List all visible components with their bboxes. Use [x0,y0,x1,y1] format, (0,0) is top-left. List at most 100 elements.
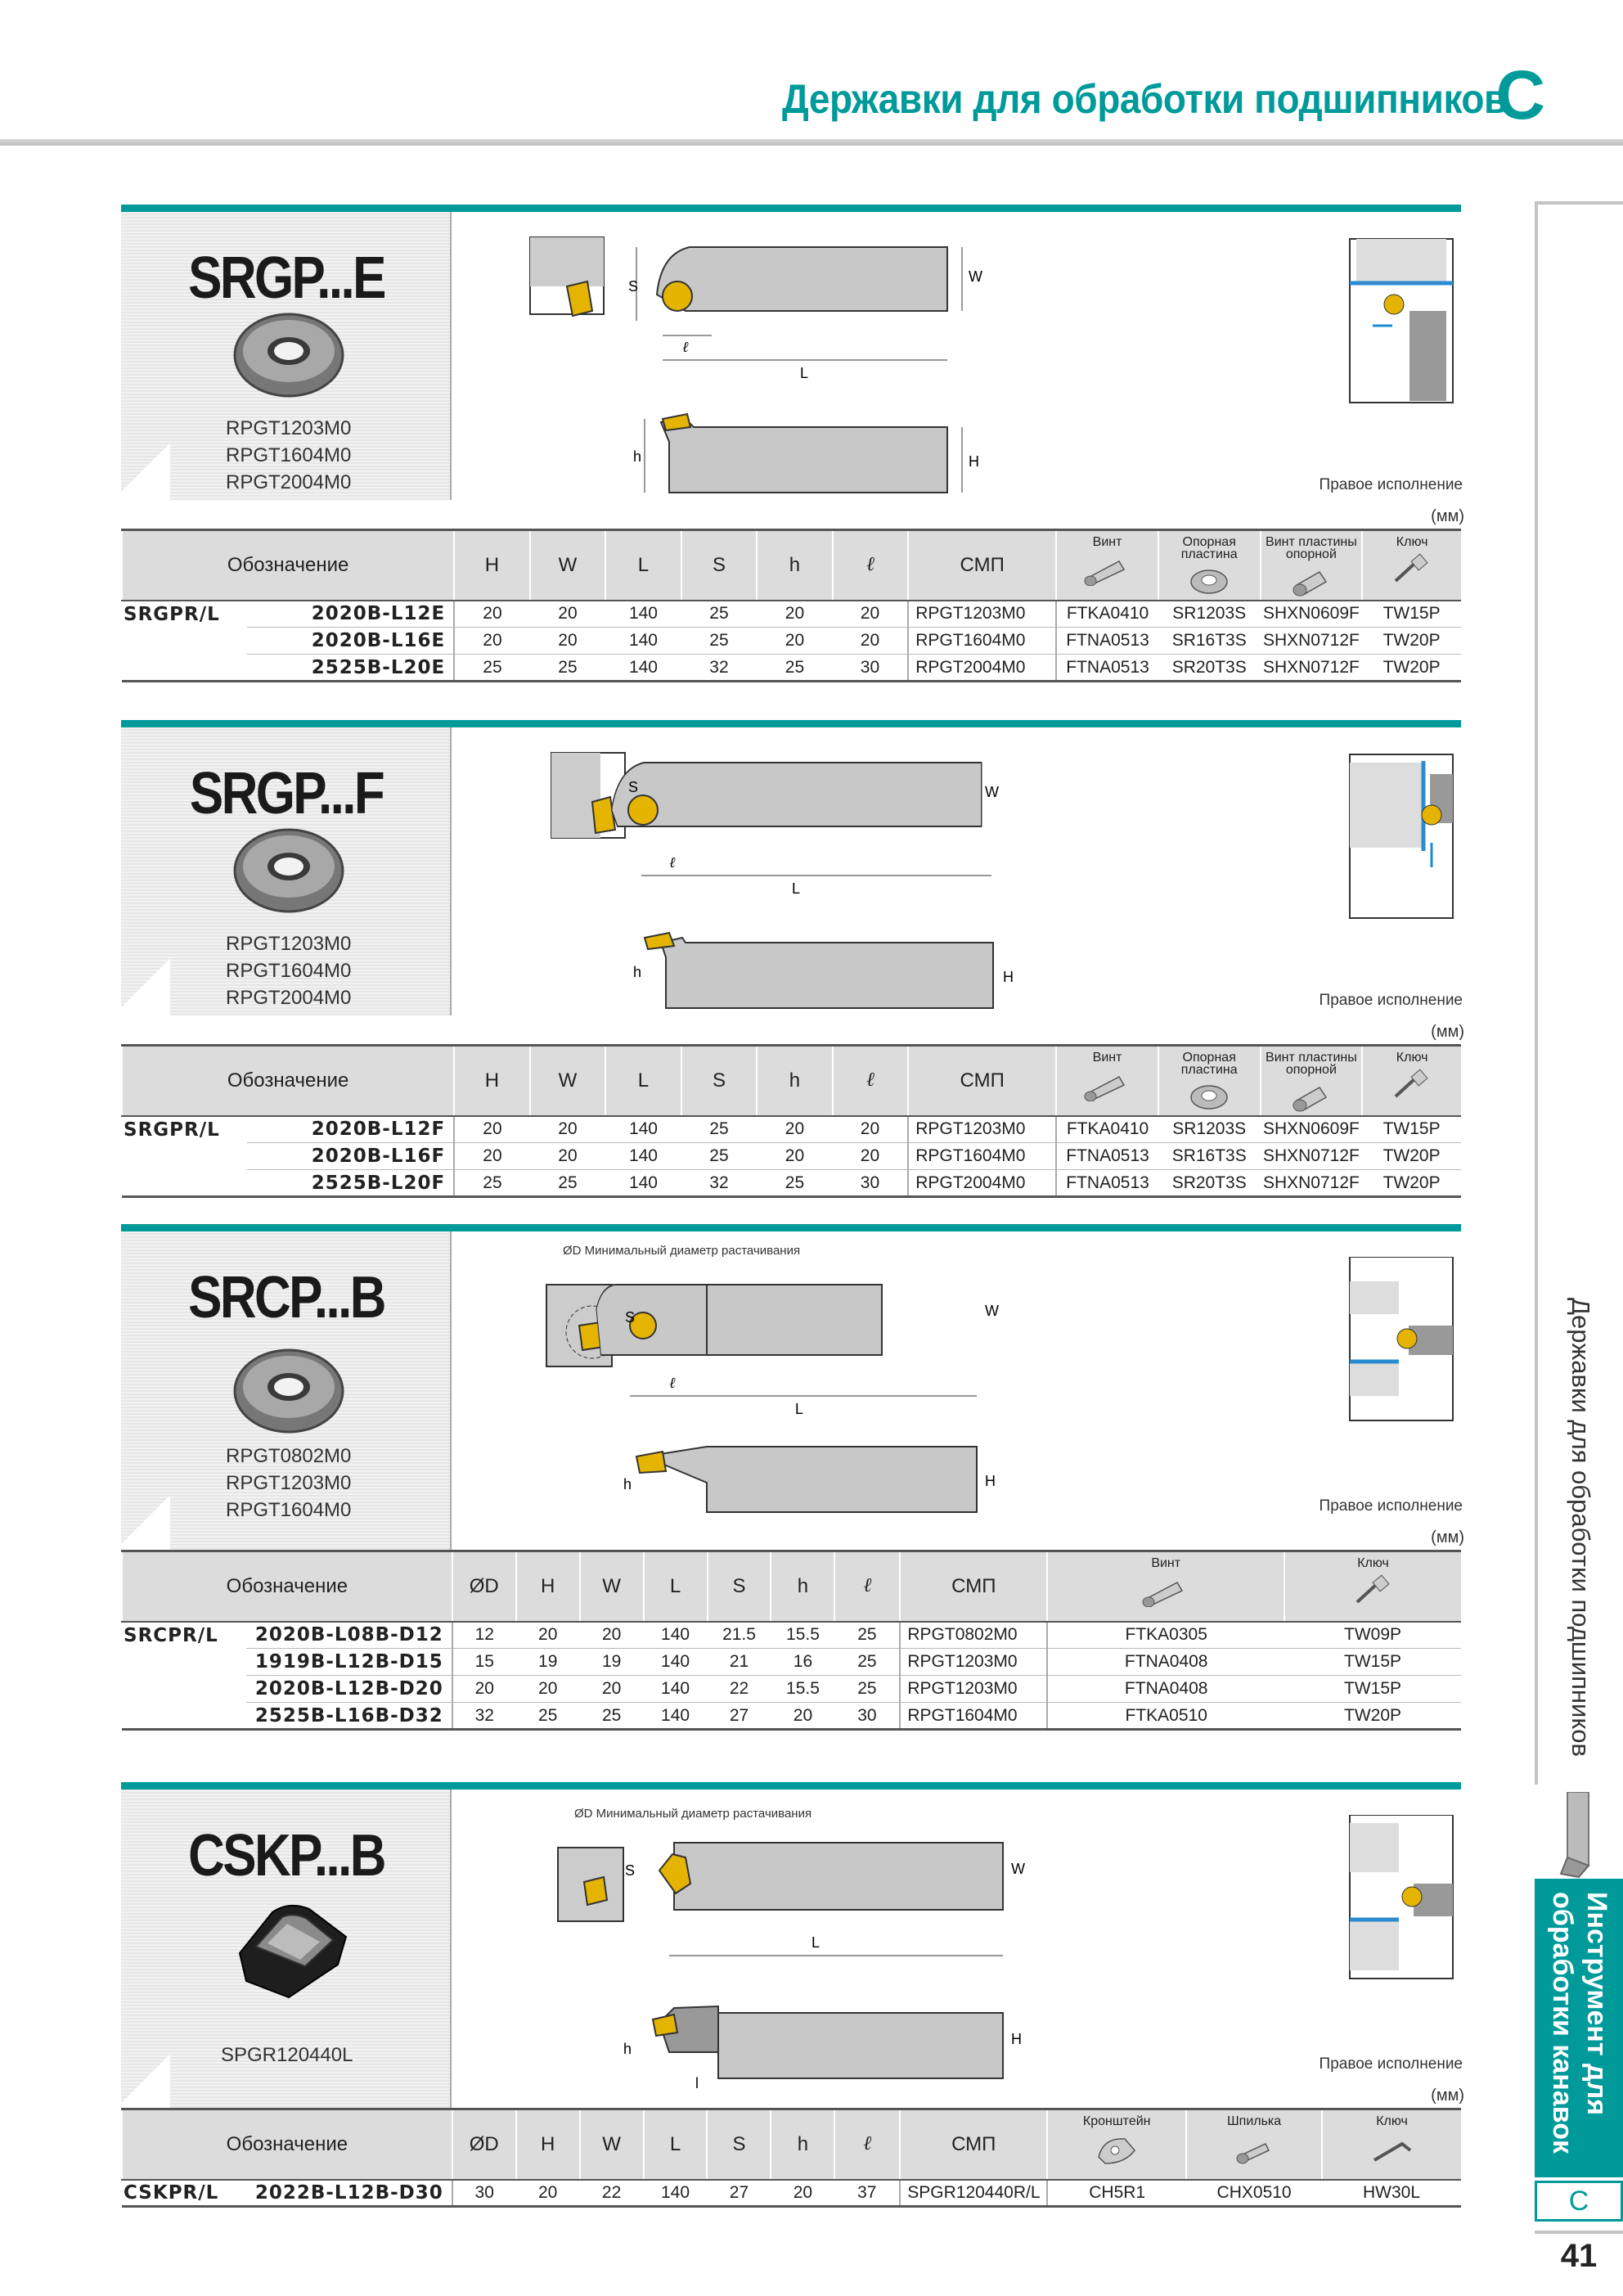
shim-screw-icon [1293,1087,1327,1112]
right-hand-caption: Правое исполнение [1319,2055,1463,2073]
svg-text:h: h [633,448,641,465]
series-name: CSKP...B [188,1823,386,1889]
page-header: Державки для обработки подшипников C [0,57,1623,147]
shim-header: Опорная пластина [1157,529,1261,601]
designation-header: Обозначение [121,2108,452,2181]
stud-icon [1236,2143,1270,2164]
table-row: SRGPR/L 2020B-L12E 20 20 140 25 20 20 RP… [122,600,1461,628]
table-row: 2020B-L12B-D20 20 20 20 140 22 15.5 25 R… [122,1675,1461,1703]
svg-text:S: S [628,779,638,795]
right-hand-caption: Правое исполнение [1319,476,1463,493]
insert-header: СМП [907,1044,1057,1117]
page-title: Державки для обработки подшипников [782,76,1507,122]
screw-icon [1142,1582,1184,1607]
svg-text:L: L [792,880,800,897]
series-panel: CSKP...B SPGR120440L [121,1790,452,2111]
stud-header: Шпилька [1185,2108,1323,2181]
key-icon [1355,1574,1390,1604]
mm-label: (мм) [1431,507,1464,525]
screw-icon [1084,560,1125,586]
screw-header: Винт [1055,1044,1158,1117]
holder-drawing: S W L h H l [557,1815,1454,2091]
shim-screw-header: Винт пластины опорной [1259,1044,1363,1117]
shim-screw-icon [1293,571,1327,597]
min-bore-note: ØD Минимальный диаметр растачивания [563,1244,801,1258]
svg-text:H: H [985,1473,996,1489]
section-rule [121,205,1461,212]
key-header: Ключ [1284,1550,1461,1623]
series-panel: SRGP...F RPGT1203M0 RPGT1604M0 RPGT2004M… [121,727,452,1015]
round-insert-icon [233,1348,344,1434]
svg-text:S: S [625,1309,635,1326]
shim-icon [1190,1085,1228,1110]
table-row: 2525B-L20E 25 25 140 32 25 30 RPGT2004M0… [122,654,1461,682]
spec-table: Обозначение H W L S h ℓ СМП Винт Опорная… [120,529,1461,682]
series-name: SRGP...E [188,245,386,311]
svg-text:W: W [985,784,999,800]
table-row: SRCPR/L 2020B-L08B-D12 12 20 20 140 21.5… [122,1621,1461,1649]
svg-text:h: h [623,1476,632,1492]
section-srgp-e: SRGP...E RPGT1203M0 RPGT1604M0 RPGT2004M… [120,205,1464,687]
insert-codes: RPGT1203M0 RPGT1604M0 RPGT2004M0 [226,417,352,493]
table-row: 2020B-L16F 20 20 140 25 20 20 RPGT1604M0… [122,1142,1461,1170]
shim-header: Опорная пластина [1157,1044,1261,1117]
round-insert-icon [233,828,344,913]
chapter-letter: C [1495,56,1545,133]
svg-text:S: S [625,1862,635,1879]
sidebar-chapter-tab[interactable]: Инструмент для обработки канавок [1535,1879,1623,2177]
key-header: Ключ [1361,1044,1461,1117]
designation-header: Обозначение [121,1550,452,1623]
section-rule [121,1224,1461,1231]
key-icon [1394,1069,1428,1098]
spec-table: Обозначение ØD H W L S h ℓ СМП Винт Ключ… [121,1550,1461,1731]
mm-label: (мм) [1431,1528,1464,1546]
svg-text:W: W [985,1303,999,1319]
svg-text:H: H [1003,969,1014,985]
svg-text:H: H [969,453,979,470]
svg-text:h: h [633,964,641,980]
holder-drawing: S W L ℓ h H [546,1257,1454,1513]
svg-text:W: W [969,268,982,285]
shim-icon [1190,569,1228,594]
screw-header: Винт [1046,1550,1285,1623]
grooving-tool-icon [1554,1791,1603,1882]
insert-header: СМП [899,1550,1048,1623]
holder-drawing: S W L ℓ h H [529,236,1454,493]
series-panel: SRGP...E RPGT1203M0 RPGT1604M0 RPGT2004M… [121,212,452,500]
right-hand-caption: Правое исполнение [1319,1497,1463,1515]
svg-text:H: H [1011,2031,1022,2047]
series-name: SRGP...F [189,761,385,826]
insert-header: СМП [907,529,1057,601]
section-rule [121,720,1461,727]
insert-codes: RPGT1203M0 RPGT1604M0 RPGT2004M0 [226,933,352,1009]
sidebar-line [1535,201,1538,1785]
svg-text:W: W [1011,1861,1025,1877]
svg-text:h: h [623,2041,632,2057]
svg-text:ℓ: ℓ [682,339,689,355]
svg-text:ℓ: ℓ [669,854,676,871]
section-cskp-b: CSKP...B SPGR120440L ØD Минимальный диам… [121,1782,1464,2224]
page-number: 41 [1535,2231,1623,2275]
svg-text:S: S [628,278,638,295]
svg-text:L: L [800,365,808,381]
shim-screw-header: Винт пластины опорной [1259,529,1363,601]
section-srgp-f: SRGP...F RPGT1203M0 RPGT1604M0 RPGT2004M… [120,720,1464,1203]
table-row: 2020B-L16E 20 20 140 25 20 20 RPGT1604M0… [122,627,1461,655]
designation-header: Обозначение [120,1044,455,1117]
series-name: SRCP...B [188,1265,386,1330]
spec-table: Обозначение H W L S h ℓ СМП Винт Опорная… [120,1044,1461,1198]
table-row: CSKPR/L 2022B-L12B-D30 30 20 22 140 27 2… [122,2179,1461,2208]
clamp-header: Кронштейн [1046,2108,1187,2181]
header-rule [0,139,1623,146]
table-row: 1919B-L12B-D15 15 19 19 140 21 16 25 RPG… [122,1648,1461,1676]
key-header: Ключ [1361,529,1461,601]
svg-text:L: L [812,1934,820,1951]
table-row: 2525B-L16B-D32 32 25 25 140 27 20 30 RPG… [122,1702,1461,1731]
sidebar-cap [1535,201,1623,205]
table-row: SRGPR/L 2020B-L12F 20 20 140 25 20 20 RP… [122,1115,1461,1143]
series-panel: SRCP...B RPGT0802M0 RPGT1203M0 RPGT1604M… [121,1231,452,1552]
mm-label: (мм) [1431,2087,1464,2105]
svg-text:ℓ: ℓ [669,1375,676,1391]
clamp-icon [1098,2138,1136,2164]
holder-drawing: S W L ℓ h H [551,752,1454,1009]
